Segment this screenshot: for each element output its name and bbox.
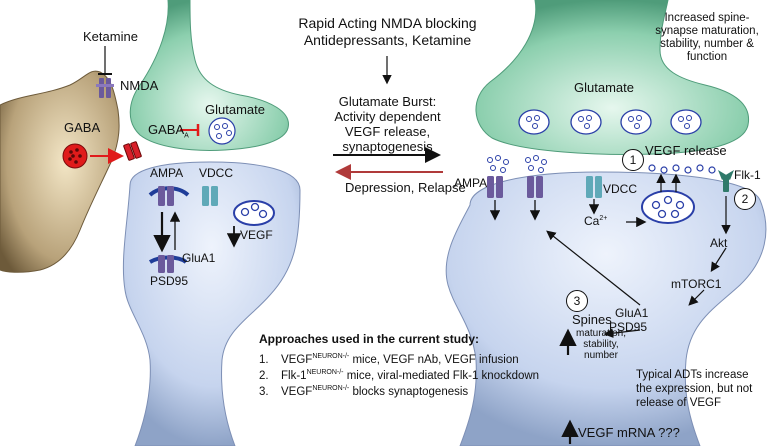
gaba-a-label: GABAA — [148, 122, 189, 140]
adt-line-3: release of VEGF — [636, 397, 722, 409]
adt-line-2: the expression, but not — [636, 383, 753, 395]
approaches-box: Approaches used in the current study: 1.… — [259, 332, 539, 400]
ampa-label-right: AMPA — [454, 176, 488, 190]
spines-sublabel: maturation, stability, number — [573, 328, 629, 361]
glua1-label-right: GluA1 — [615, 306, 649, 320]
burst-line-3: VEGF release, — [344, 124, 431, 139]
ca-text: Ca — [584, 214, 600, 228]
header-line-1: Rapid Acting NMDA blocking — [298, 15, 477, 31]
header-title: Rapid Acting NMDA blocking Antidepressan… — [280, 15, 495, 49]
top-note-line-2: synapse maturation, — [655, 25, 759, 37]
glutamate-label-left: Glutamate — [205, 102, 265, 117]
approaches-list: 1.VEGFNEURON-/- mice, VEGF nAb, VEGF inf… — [259, 352, 539, 400]
top-note-line-4: function — [686, 51, 728, 63]
mtorc1-label: mTORC1 — [671, 277, 722, 291]
adt-line-1: Typical ADTs increase — [636, 369, 749, 381]
approach-genotype: NEURON-/- — [312, 385, 350, 393]
approach-number: 2. — [259, 370, 269, 382]
glua1-label-left: GluA1 — [182, 251, 216, 265]
psd95-label-right: PSD95 — [609, 320, 648, 334]
spines-sub-1: maturation, — [575, 328, 627, 339]
ampa-label-left: AMPA — [150, 166, 184, 180]
top-right-note: Increased spine- synapse maturation, sta… — [642, 12, 772, 64]
vdcc-left — [202, 186, 218, 206]
flk1-label: Flk-1 — [734, 168, 761, 182]
glutamate-label-right: Glutamate — [574, 80, 634, 95]
released-glutamate — [487, 155, 547, 173]
approaches-title: Approaches used in the current study: — [259, 332, 480, 346]
approach-item: 3. VEGFNEURON-/- blocks synaptogenesis — [259, 384, 539, 400]
vegf-release-label: VEGF release — [645, 143, 727, 158]
gaba-vesicle — [62, 143, 88, 169]
vegf-label-left: VEGF — [240, 228, 273, 242]
top-note-line-1: Increased spine- — [664, 12, 750, 24]
approach-item: 1. VEGFNEURON-/- mice, VEGF nAb, VEGF inf… — [259, 352, 539, 368]
spines-label: Spines — [572, 312, 612, 327]
vdcc-right — [586, 176, 602, 198]
ca-superscript: 2+ — [599, 215, 608, 222]
akt-label: Akt — [710, 236, 728, 250]
step-circle-3: 3 — [566, 290, 588, 312]
approach-gene: VEGF — [281, 354, 313, 366]
ca-label: Ca2+ — [584, 214, 607, 228]
psd95-label-left: PSD95 — [150, 274, 189, 288]
approach-description: mice, VEGF nAb, VEGF infusion — [349, 354, 519, 366]
glutamate-terminal-left — [129, 0, 289, 151]
gaba-a-subscript: A — [184, 132, 189, 140]
spines-sub-2: stability, — [583, 339, 619, 350]
approach-genotype: NEURON-/- — [312, 353, 350, 361]
gaba-label: GABA — [64, 120, 101, 135]
step-circle-1: 1 — [622, 149, 644, 171]
approach-genotype: NEURON-/- — [306, 369, 344, 377]
ampa-receptors-right — [487, 176, 543, 198]
burst-line-2: Activity dependent — [334, 109, 441, 124]
flk1-receptor — [718, 170, 734, 192]
nmda-label: NMDA — [120, 78, 159, 93]
step-circle-2: 2 — [734, 188, 756, 210]
header-line-2: Antidepressants, Ketamine — [303, 32, 472, 48]
top-note-line-3: stability, number & — [660, 38, 754, 50]
adt-note: Typical ADTs increase the expression, bu… — [636, 368, 752, 410]
postsynaptic-spine-left — [122, 161, 301, 446]
approach-gene: Flk-1 — [281, 370, 307, 382]
gaba-a-receptor — [123, 141, 142, 161]
vdcc-label-left: VDCC — [199, 166, 234, 180]
approach-item: 2. Flk-1NEURON-/- mice, viral-mediated Fl… — [259, 368, 539, 384]
approach-number: 1. — [259, 354, 269, 366]
gaba-a-text: GABA — [148, 122, 185, 137]
approach-gene: VEGF — [281, 386, 313, 398]
nmda-receptor — [96, 78, 114, 98]
vegf-mrna-label: VEGF mRNA ??? — [578, 425, 680, 440]
gaba-interneuron — [0, 70, 120, 273]
ampa-receptor-left — [148, 186, 190, 206]
burst-line-4: synaptogenesis — [342, 139, 433, 154]
ketamine-label: Ketamine — [83, 29, 138, 44]
postsynaptic-spine-right — [445, 171, 767, 446]
approach-description: mice, viral-mediated Flk-1 knockdown — [343, 370, 540, 382]
glua1-left — [148, 255, 188, 273]
vdcc-label-right: VDCC — [603, 182, 638, 196]
depression-relapse-label: Depression, Relapse — [345, 180, 466, 195]
burst-line-1: Glutamate Burst: — [338, 94, 437, 109]
glutamate-vesicles-right — [518, 109, 702, 135]
spines-sub-3: number — [584, 350, 618, 361]
approach-number: 3. — [259, 386, 269, 398]
glutamate-burst-text: Glutamate Burst: Activity dependent VEGF… — [330, 94, 445, 154]
approach-description: blocks synaptogenesis — [349, 386, 469, 398]
vegf-vesicle-right — [641, 190, 695, 224]
